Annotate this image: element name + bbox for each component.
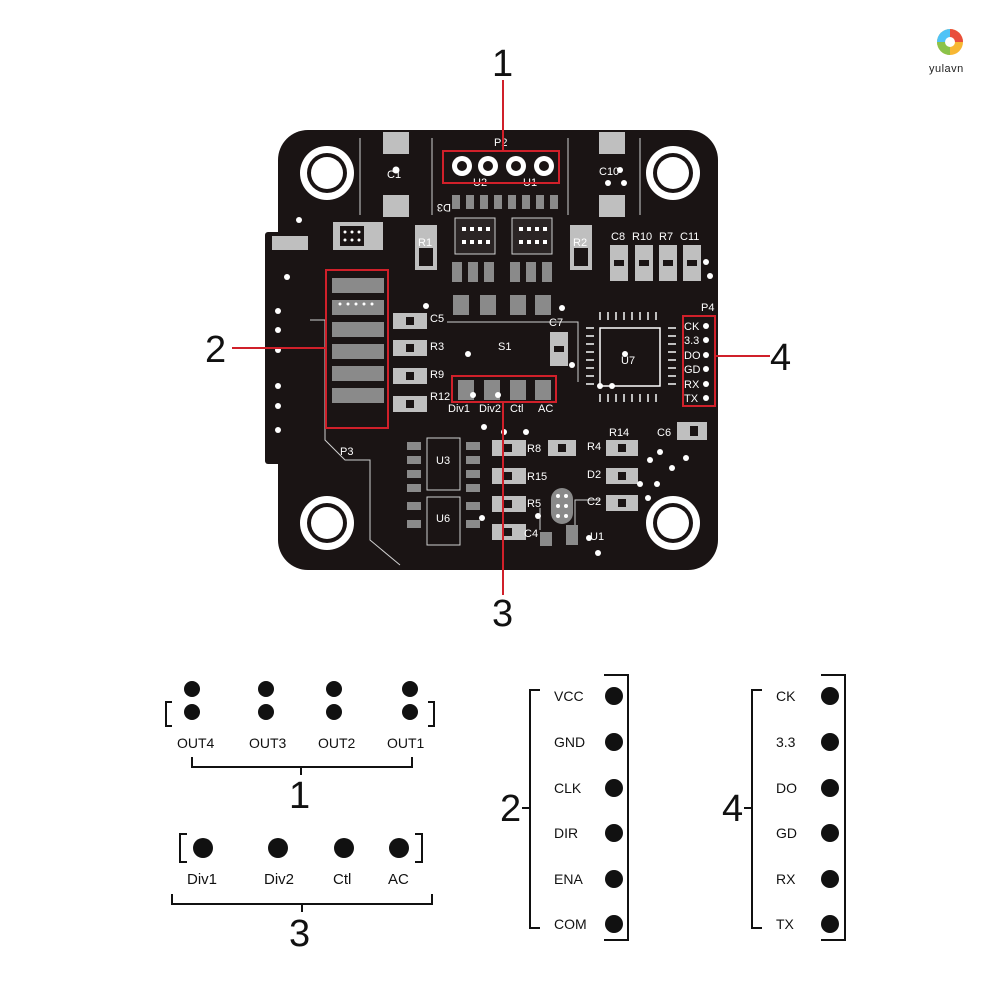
- callout-1: 1: [492, 43, 513, 85]
- connector1-number: 1: [289, 775, 310, 817]
- label-u7: U7: [621, 355, 635, 367]
- watermark-text: yulavn: [929, 63, 964, 75]
- connector2-label: ENA: [554, 871, 583, 887]
- callout-4: 4: [770, 337, 791, 379]
- label-r7: R7: [659, 231, 673, 243]
- highlight-p2: [442, 150, 560, 184]
- connector4-label: CK: [776, 688, 796, 704]
- connector3-label: Ctl: [333, 871, 351, 888]
- connector1-diagram: OUT4 OUT3 OUT2 OUT1 1: [165, 681, 435, 817]
- highlight-boxes: [232, 80, 770, 595]
- label-s1: S1: [498, 341, 511, 353]
- label-c11: C11: [680, 231, 699, 243]
- label-ac: AC: [538, 403, 553, 415]
- label-div2: Div2: [479, 403, 501, 415]
- p4-label: DO: [684, 350, 701, 362]
- label-c5: C5: [430, 313, 444, 325]
- label-u3: U3: [436, 455, 450, 467]
- p4-pin-labels: CK 3.3 DO GD RX TX: [684, 321, 701, 405]
- silkscreen-labels: P2 U2 U1 C1 C10 D3 R1 R2 C8 R10 R7 C11 P…: [340, 137, 714, 543]
- label-p4: P4: [701, 302, 714, 314]
- p4-label: CK: [684, 321, 700, 333]
- p2-pin-header: [452, 156, 554, 176]
- connector2-label: GND: [554, 734, 585, 750]
- connector4-label: GD: [776, 825, 797, 841]
- connector2-label: CLK: [554, 780, 582, 796]
- mounting-holes: [300, 146, 700, 550]
- connector4-label: TX: [776, 916, 795, 932]
- connector3-label: Div1: [187, 871, 217, 888]
- connector2-diagram: VCC GND CLK DIR ENA COM 2: [500, 674, 629, 941]
- highlight-p4: [682, 315, 716, 407]
- label-r8: R8: [527, 443, 541, 455]
- p4-label: RX: [684, 379, 700, 391]
- connector3-diagram: Div1 Div2 Ctl AC 3: [171, 833, 433, 955]
- label-ctl: Ctl: [510, 403, 523, 415]
- label-c4: C4: [524, 528, 538, 540]
- p4-label: GD: [684, 364, 701, 376]
- p3-pin-pads: [332, 278, 384, 403]
- connector1-label: OUT2: [318, 735, 356, 751]
- callout-3: 3: [492, 593, 513, 635]
- label-r2: R2: [573, 237, 587, 249]
- p4-label: 3.3: [684, 335, 699, 347]
- connector3-label: Div2: [264, 871, 294, 888]
- connector1-label: OUT1: [387, 735, 425, 751]
- label-c8: C8: [611, 231, 625, 243]
- pcb-body: [278, 130, 718, 570]
- p4-label: TX: [684, 393, 699, 405]
- label-c1: C1: [387, 169, 401, 181]
- label-c10: C10: [599, 166, 619, 178]
- connector4-label: DO: [776, 780, 797, 796]
- label-u6: U6: [436, 513, 450, 525]
- label-r9: R9: [430, 369, 444, 381]
- label-r14: R14: [609, 427, 629, 439]
- connector4-label: 3.3: [776, 734, 796, 750]
- label-d2: D2: [587, 469, 601, 481]
- label-r12: R12: [430, 391, 450, 403]
- u7-chip: [586, 312, 676, 402]
- callout-2: 2: [205, 329, 226, 371]
- label-r1: R1: [418, 237, 432, 249]
- connector3-number: 3: [289, 913, 310, 955]
- label-r5: R5: [527, 498, 541, 510]
- connector1-label: OUT3: [249, 735, 287, 751]
- connector4-label: RX: [776, 871, 796, 887]
- label-r3: R3: [430, 341, 444, 353]
- connector2-label: COM: [554, 916, 587, 932]
- pcb-board: [265, 130, 718, 570]
- p4-pin-pads: [703, 323, 709, 401]
- label-r10: R10: [632, 231, 652, 243]
- label-c6: C6: [657, 427, 671, 439]
- label-r4: R4: [587, 441, 601, 453]
- connector2-label: DIR: [554, 825, 578, 841]
- label-p3: P3: [340, 446, 353, 458]
- watermark-logo-icon: [937, 29, 963, 55]
- connector2-label: VCC: [554, 688, 584, 704]
- label-p2: P2: [494, 137, 507, 149]
- label-div1: Div1: [448, 403, 470, 415]
- connector4-diagram: CK 3.3 DO GD RX TX 4: [722, 674, 846, 941]
- label-c2: C2: [587, 496, 601, 508]
- connector4-number: 4: [722, 788, 743, 830]
- label-d3: D3: [437, 201, 451, 213]
- label-u1-bottom: U1: [590, 531, 604, 543]
- connector2-number: 2: [500, 788, 521, 830]
- label-r15: R15: [527, 471, 547, 483]
- label-c7: C7: [549, 317, 563, 329]
- connector3-label: AC: [388, 871, 409, 888]
- connector1-label: OUT4: [177, 735, 215, 751]
